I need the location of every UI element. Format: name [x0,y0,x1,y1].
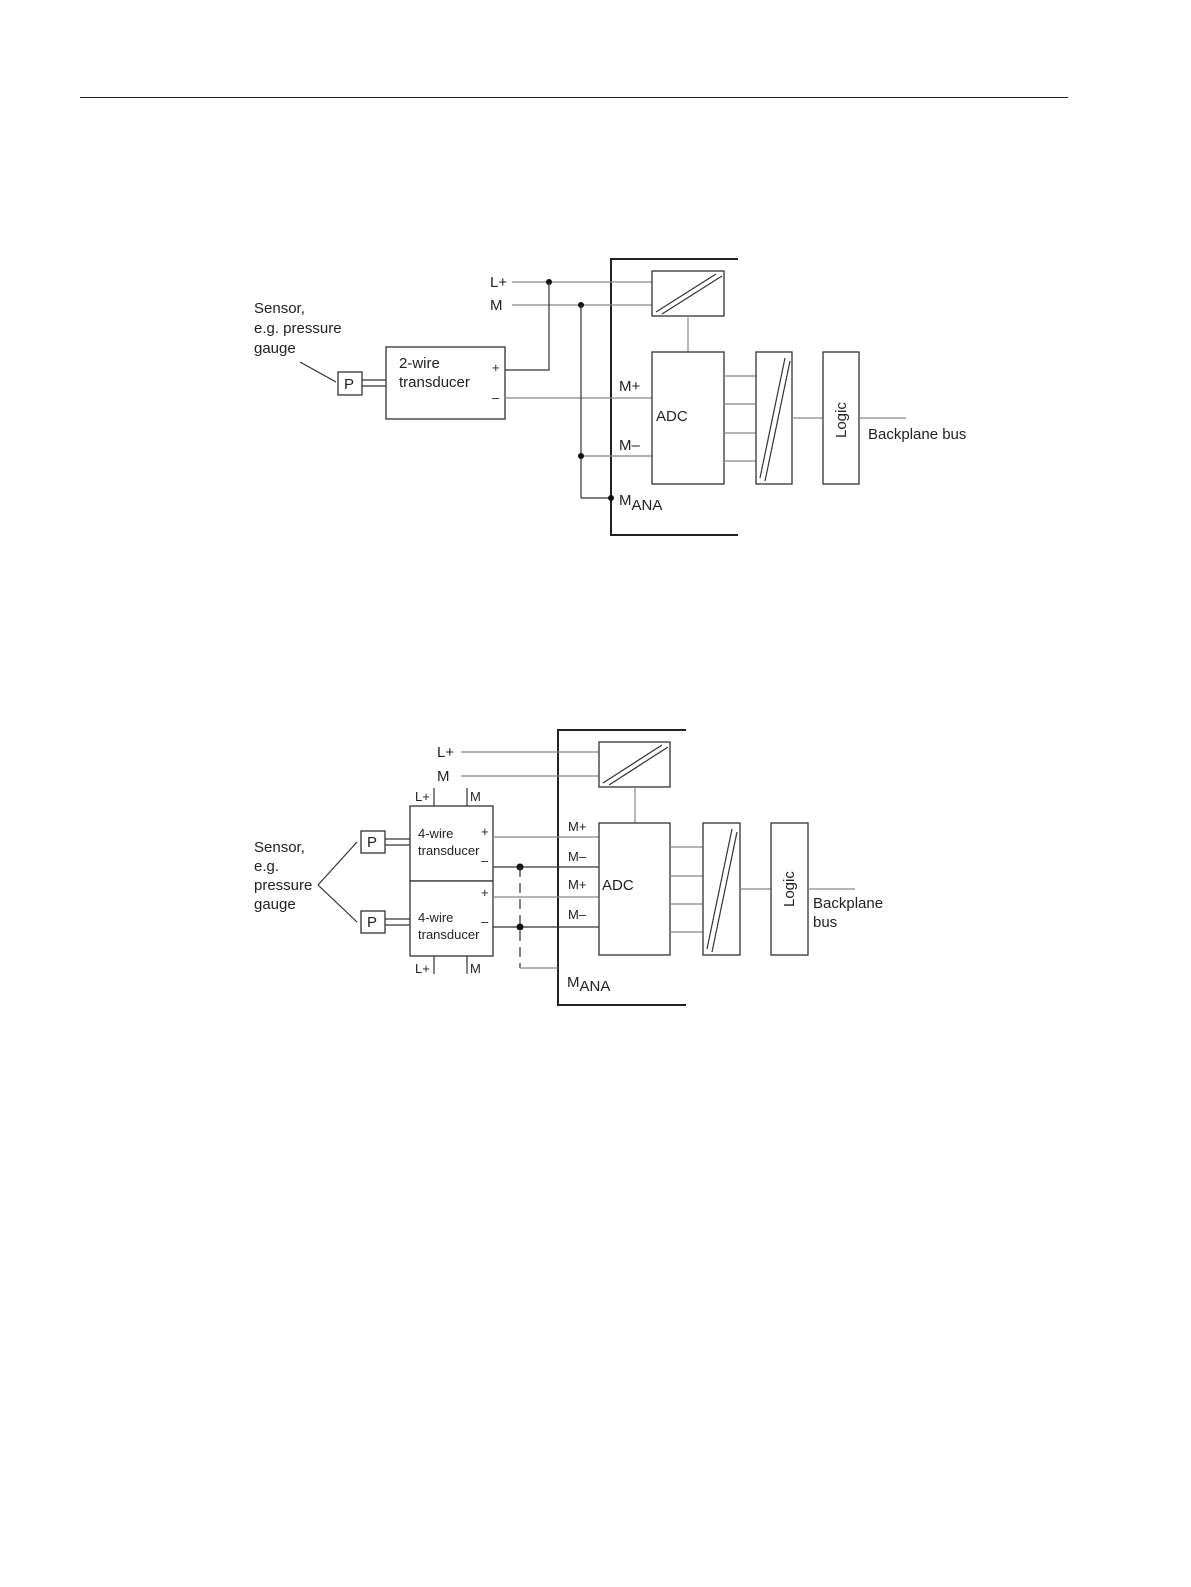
backplane-bus-label: Backplane bus [868,426,966,443]
mana-junction [608,495,614,501]
input-mminus-1-label: M– [568,849,587,864]
adc-output-lines [670,847,703,932]
sensor-symbol: P [344,376,354,393]
mana-label: MANA [567,974,610,995]
sensor-leader-2 [318,885,357,922]
sensor-label: Sensor, e.g. pressure gauge [254,839,317,913]
bottom-lplus-label: L+ [415,961,430,976]
mminus-junction [578,453,584,459]
supply-lplus-label: L+ [490,274,507,291]
transducer-2-minus: – [481,914,489,929]
sensor-leader-1 [318,842,357,885]
plus-to-lplus-wire [505,282,549,370]
mana-label: MANA [619,492,662,514]
power-converter [599,742,670,787]
diagram-4-wire-transducer: L+ M Sensor, e.g. pressure gauge P P L+ [254,730,887,1005]
input-mminus-label: M– [619,437,640,454]
isolator [703,823,740,955]
transducer-1-minus: – [481,853,489,868]
transducer-minus: – [492,390,500,405]
input-mminus-2-label: M– [568,907,587,922]
transducer-plus: + [492,360,500,375]
sensor-symbol-1: P [367,834,377,851]
input-mplus-2-label: M+ [568,877,586,892]
bottom-m-label: M [470,961,481,976]
adc-output-lines [724,376,756,461]
power-converter [652,271,724,316]
input-mplus-1-label: M+ [568,819,586,834]
adc-label: ADC [602,877,634,894]
logic-label: Logic [781,871,798,907]
sensor-leader-line [300,362,336,382]
supply-m-label: M [437,768,450,785]
top-lplus-label: L+ [415,789,430,804]
supply-lplus-label: L+ [437,744,454,761]
adc-label: ADC [656,408,688,425]
diagram-2-wire-transducer: L+ M Sensor, e.g. pressure gauge P 2-wir… [254,259,966,535]
backplane-bus-label: Backplane bus [813,895,887,931]
transducer-2-plus: + [481,885,489,900]
isolator [756,352,792,484]
logic-label: Logic [833,402,850,438]
supply-m-label: M [490,297,503,314]
sensor-symbol-2: P [367,914,377,931]
transducer-1-plus: + [481,824,489,839]
sensor-label: Sensor, e.g. pressure gauge [254,300,346,357]
top-m-label: M [470,789,481,804]
input-mplus-label: M+ [619,378,640,395]
